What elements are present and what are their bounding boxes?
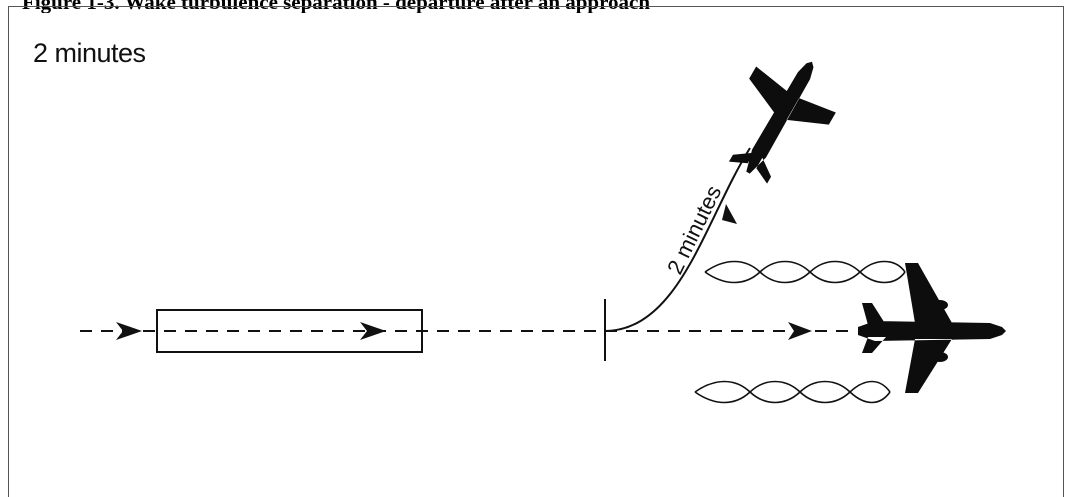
approach-curve-arrow-icon	[722, 204, 737, 224]
approach-curve-path	[604, 147, 751, 332]
diagram-frame	[8, 6, 1064, 497]
path-arrow-runway	[360, 322, 386, 340]
time-label: 2 minutes	[33, 38, 146, 68]
runway	[156, 309, 423, 353]
wake-vortex-upper-icon	[704, 260, 906, 284]
departing-aircraft-icon	[858, 263, 1006, 393]
curve-time-label: 2 minutes	[662, 181, 726, 278]
wake-vortex-lower-icon	[694, 380, 891, 404]
path-arrow-left	[116, 322, 142, 340]
approaching-aircraft-icon	[728, 61, 836, 184]
path-arrow-right	[788, 322, 812, 340]
